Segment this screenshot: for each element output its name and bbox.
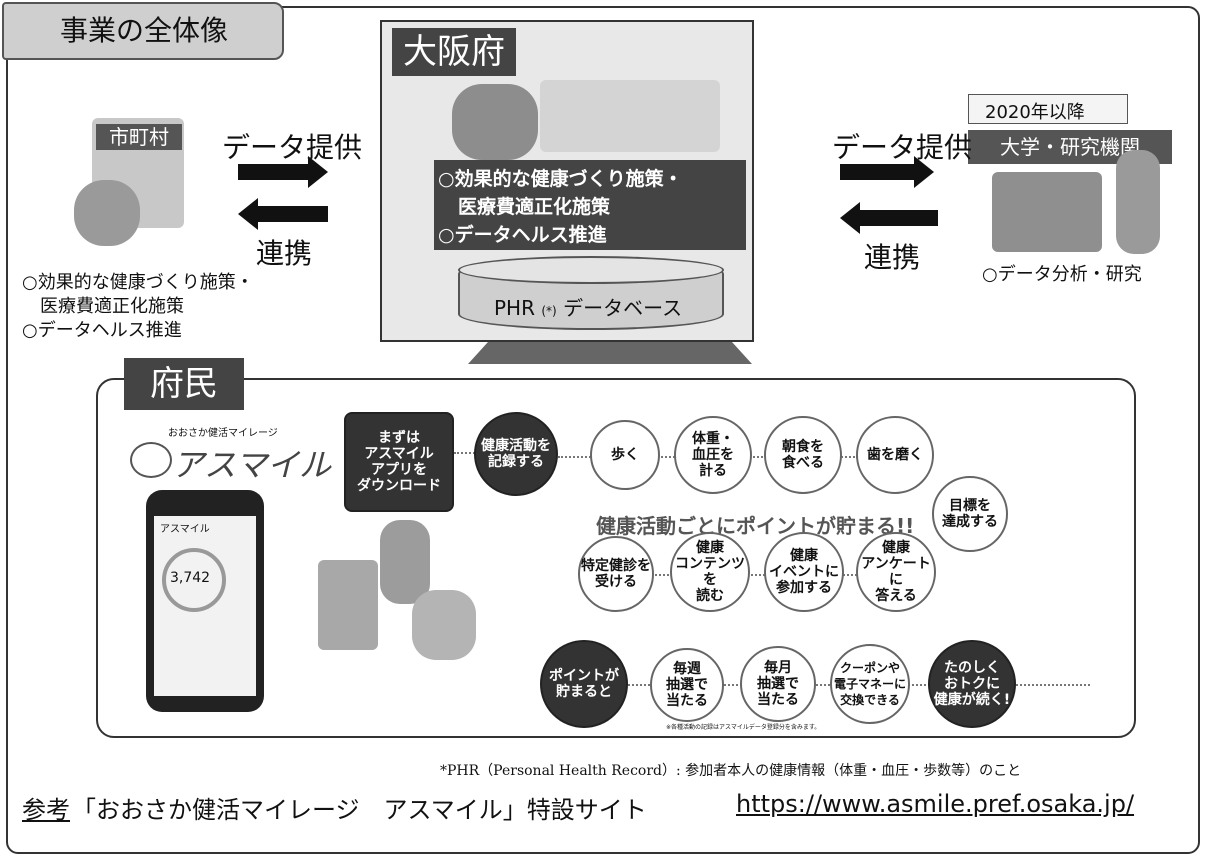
step-event: 健康 イベントに 参加する (764, 532, 844, 612)
researcher-illustration (1116, 150, 1160, 254)
step-happy: たのしく おトクに 健康が続く! (928, 640, 1016, 728)
step-breakfast: 朝食を 食べる (764, 416, 842, 494)
year-tag: 2020年以降 (968, 94, 1128, 124)
right-item: ○データ分析・研究 (982, 264, 1142, 285)
left-left-arrow (238, 198, 328, 230)
database-label: PHR (*) データベース (494, 292, 682, 321)
step-points: ポイントが 貯まると (540, 640, 628, 728)
step-download: まずは アスマイル アプリを ダウンロード (344, 412, 454, 512)
step-measure: 体重・ 血圧を 計る (674, 416, 752, 494)
app-small-title: おおさか健活マイレージ (168, 428, 278, 439)
left-item-3: ○データヘルス推進 (22, 320, 182, 341)
footnote: *PHR（Personal Health Record）: 参加者本人の健康情報… (440, 763, 1022, 779)
prefecture-policy-box (434, 160, 746, 250)
child-illustration (380, 520, 430, 604)
fineprint: ※各種活動の記録はアスマイルデータ登録分を含みます。 (666, 724, 821, 731)
database-top-ellipse (458, 256, 724, 284)
government-building-illustration (540, 80, 720, 152)
mother-baby-illustration (412, 590, 476, 660)
outer-frame (6, 6, 1200, 854)
center-item-3: ○データヘルス推進 (438, 224, 607, 246)
step-walk: 歩く (590, 420, 660, 490)
right-right-arrow (840, 156, 934, 188)
right-left-arrow (840, 202, 938, 234)
reference-url-link[interactable]: https://www.asmile.pref.osaka.jp/ (736, 790, 1135, 818)
step-survey: 健康 アンケートに 答える (856, 532, 936, 612)
step-checkup: 特定健診を 受ける (578, 536, 654, 612)
reference-text: 「おおさか健活マイレージ アスマイル」特設サイト (72, 796, 647, 824)
phone-points-ring (162, 548, 226, 612)
left-cooperation-label: 連携 (256, 237, 313, 270)
reference-label: 参考 (22, 796, 70, 824)
officials-illustration (452, 84, 538, 160)
step-contents: 健康 コンテンツを 読む (670, 532, 750, 612)
municipality-label: 市町村 (96, 124, 182, 150)
center-item-2: 医療費適正化施策 (458, 196, 611, 218)
left-right-arrow (238, 156, 328, 188)
left-item-1: ○効果的な健康づくり施策・ (22, 272, 254, 293)
people-meeting-illustration (74, 180, 140, 246)
year-tag-text: 2020年以降 (985, 102, 1085, 123)
monitor-stand (468, 342, 752, 364)
reward-monthly: 毎月 抽選で 当たる (740, 646, 816, 722)
database-mark: (*) (541, 304, 557, 318)
app-name: アスマイル (172, 446, 332, 484)
citizens-label: 府民 (124, 358, 244, 410)
prefecture-label: 大阪府 (392, 28, 516, 76)
points-banner: 健康活動ごとにポイントが貯まる!! (596, 514, 915, 538)
right-cooperation-label: 連携 (864, 241, 921, 274)
reward-weekly: 毎週 抽選で 当たる (650, 648, 724, 722)
university-building-illustration (992, 172, 1102, 252)
family-illustration (318, 560, 378, 650)
database-phr: PHR (494, 296, 535, 320)
right-data-provide-label: データ提供 (832, 131, 973, 164)
phone-points: 3,742 (170, 570, 211, 586)
database-suffix: データベース (563, 296, 683, 320)
step-record: 健康活動を 記録する (474, 412, 558, 496)
left-data-provide-label: データ提供 (222, 131, 363, 164)
overview-tag: 事業の全体像 (2, 2, 284, 60)
connector-line-1 (454, 452, 478, 454)
step-goal: 目標を 達成する (932, 476, 1008, 552)
left-item-2: 医療費適正化施策 (40, 296, 184, 317)
center-item-1: ○効果的な健康づくり施策・ (438, 168, 683, 190)
smile-logo-icon (130, 442, 172, 478)
citizens-panel (96, 378, 1136, 738)
phone-header: アスマイル (160, 524, 210, 535)
reward-coupon: クーポンや 電子マネーに 交換できる (830, 644, 910, 724)
step-brush-teeth: 歯を磨く (856, 416, 934, 494)
